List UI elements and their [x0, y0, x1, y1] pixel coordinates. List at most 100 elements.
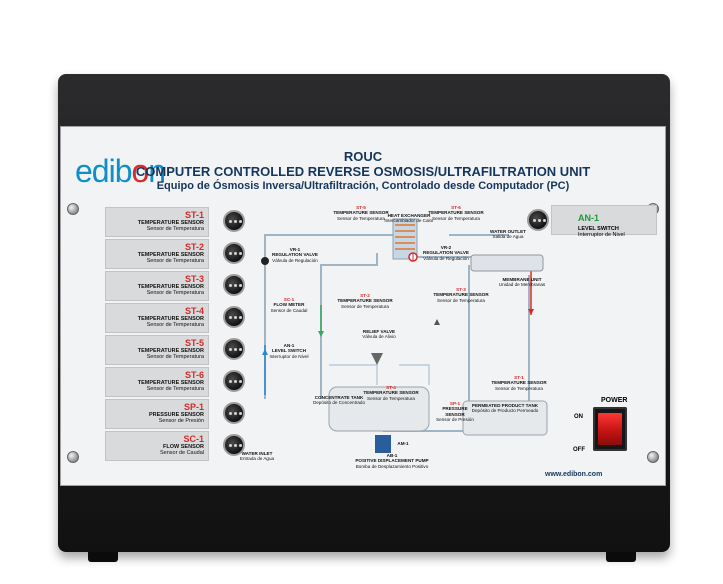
power-rocker[interactable] — [598, 413, 622, 445]
sensor-label: ST-4 TEMPERATURE SENSOR Sensor de Temper… — [105, 303, 209, 333]
connector-socket-icon[interactable] — [527, 209, 549, 231]
front-panel: edibon ROUC COMPUTER CONTROLLED REVERSE … — [60, 126, 666, 486]
edibon-logo: edibon — [75, 153, 166, 189]
sensor-st5: ST-5 TEMPERATURE SENSOR Sensor de Temper… — [105, 335, 247, 365]
connector-socket-icon[interactable] — [223, 210, 245, 232]
sensor-id: SC-1 — [183, 434, 204, 444]
permeated-tank-icon — [462, 400, 548, 436]
level-switch-id: AN-1 — [578, 213, 600, 223]
sensor-name-es: Sensor de Caudal — [159, 450, 204, 456]
connector-socket-icon[interactable] — [223, 338, 245, 360]
sensor-name-en: TEMPERATURE SENSOR — [137, 316, 204, 322]
connector-socket-icon[interactable] — [223, 370, 245, 392]
sensor-name-en: TEMPERATURE SENSOR — [137, 252, 204, 258]
flow-arrow-up-icon — [434, 319, 440, 325]
sensor-name-es: Sensor de Temperatura — [146, 226, 204, 232]
off-label: OFF — [573, 447, 585, 453]
pump-icon — [375, 435, 391, 453]
sensor-sc1: SC-1 FLOW SENSOR Sensor de Caudal — [105, 431, 247, 461]
sensor-name-es: Sensor de Temperatura — [146, 290, 204, 296]
sensor-label: ST-6 TEMPERATURE SENSOR Sensor de Temper… — [105, 367, 209, 397]
title-english: COMPUTER CONTROLLED REVERSE OSMOSIS/ULTR… — [135, 164, 591, 179]
connector-socket-icon[interactable] — [223, 306, 245, 328]
cabinet-foot — [88, 552, 118, 562]
sensor-name-es: Sensor de Temperatura — [146, 258, 204, 264]
sensor-st3: ST-3 TEMPERATURE SENSOR Sensor de Temper… — [105, 271, 247, 301]
connector-socket-icon[interactable] — [223, 434, 245, 456]
connector-socket-icon[interactable] — [223, 274, 245, 296]
sensor-name-en: TEMPERATURE SENSOR — [137, 348, 204, 354]
sensor-id: ST-6 — [184, 370, 204, 380]
model-code: ROUC — [343, 149, 383, 164]
sensor-label: SP-1 PRESSURE SENSOR Sensor de Presión — [105, 399, 209, 429]
sensor-name-es: Sensor de Temperatura — [146, 322, 204, 328]
flow-arrow-down-icon — [318, 331, 324, 337]
power-label: POWER — [601, 397, 628, 404]
sensor-name-es: Sensor de Presión — [158, 418, 204, 424]
regulation-valve-icon — [261, 257, 269, 265]
sensor-label: ST-1 TEMPERATURE SENSOR Sensor de Temper… — [105, 207, 209, 237]
level-switch-name-en: LEVEL SWITCH — [578, 226, 619, 232]
sensor-name-en: PRESSURE SENSOR — [148, 412, 204, 418]
power-switch[interactable] — [593, 407, 627, 451]
sensor-st2: ST-2 TEMPERATURE SENSOR Sensor de Temper… — [105, 239, 247, 269]
sensor-label: SC-1 FLOW SENSOR Sensor de Caudal — [105, 431, 209, 461]
level-switch-label: AN-1 LEVEL SWITCH Interruptor de Nivel — [551, 205, 657, 238]
sensor-id: ST-1 — [184, 210, 204, 220]
sensor-id: ST-3 — [184, 274, 204, 284]
sensor-st6: ST-6 TEMPERATURE SENSOR Sensor de Temper… — [105, 367, 247, 397]
sensor-label: ST-3 TEMPERATURE SENSOR Sensor de Temper… — [105, 271, 209, 301]
process-diagram-lines — [261, 218, 548, 453]
sensor-id: SP-1 — [183, 402, 204, 412]
sensor-sp1: SP-1 PRESSURE SENSOR Sensor de Presión — [105, 399, 247, 429]
title-spanish: Equipo de Ósmosis Inversa/Ultrafiltració… — [156, 180, 570, 192]
cabinet-foot — [606, 552, 636, 562]
sensor-name-en: TEMPERATURE SENSOR — [137, 284, 204, 290]
relief-valve-icon — [371, 353, 383, 365]
sensor-id: ST-5 — [184, 338, 204, 348]
screw-icon — [647, 451, 659, 463]
sensor-label: ST-2 TEMPERATURE SENSOR Sensor de Temper… — [105, 239, 209, 269]
screw-icon — [67, 203, 79, 215]
screw-icon — [67, 451, 79, 463]
level-switch-name-es: Interruptor de Nivel — [578, 232, 625, 238]
on-label: ON — [574, 414, 583, 420]
sensor-id: ST-2 — [184, 242, 204, 252]
connector-socket-icon[interactable] — [223, 242, 245, 264]
sensor-name-en: TEMPERATURE SENSOR — [137, 380, 204, 386]
sensor-name-en: TEMPERATURE SENSOR — [137, 220, 204, 226]
sensor-name-es: Sensor de Temperatura — [146, 354, 204, 360]
sensor-st4: ST-4 TEMPERATURE SENSOR Sensor de Temper… — [105, 303, 247, 333]
sensor-st1: ST-1 TEMPERATURE SENSOR Sensor de Temper… — [105, 207, 247, 237]
membrane-unit-icon — [470, 254, 544, 272]
label-am1: AM-1 — [397, 441, 409, 446]
flow-arrow-up-icon — [262, 349, 268, 355]
sensor-name-es: Sensor de Temperatura — [146, 386, 204, 392]
concentrate-tank-icon — [328, 386, 430, 432]
flow-arrow-down-red-icon — [528, 309, 534, 315]
sensor-label: ST-5 TEMPERATURE SENSOR Sensor de Temper… — [105, 335, 209, 365]
sensor-id: ST-4 — [184, 306, 204, 316]
connector-socket-icon[interactable] — [223, 402, 245, 424]
sensor-name-en: FLOW SENSOR — [163, 444, 204, 450]
